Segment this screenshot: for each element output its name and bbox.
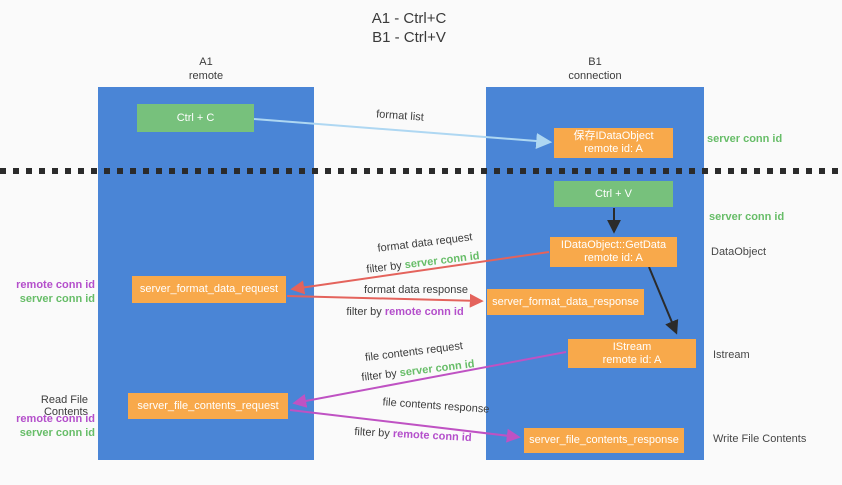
server-conn-id-annotation-top: server conn id [707, 133, 783, 145]
server-format-data-request-node: server_format_data_request [132, 276, 286, 303]
save-idataobject-node: 保存IDataObject remote id: A [554, 128, 673, 158]
server-conn-id-annotation: server conn id [19, 427, 95, 439]
server-format-data-request-label: server_format_data_request [139, 283, 279, 295]
read-file-contents-annotation: Read File Contents [40, 394, 88, 418]
istream-node: IStream remote id: A [568, 339, 696, 368]
dataobject-annotation: DataObject [711, 246, 767, 258]
remote-conn-id-annotation: remote conn id [16, 279, 95, 291]
server-format-data-response-node: server_format_data_response [487, 289, 644, 315]
diagram-title-line2: B1 - Ctrl+V [372, 29, 446, 46]
ctrl-c-label: Ctrl + C [176, 111, 215, 124]
save-idataobject-line2: remote id: A [584, 143, 643, 155]
file-contents-request-arrow [292, 351, 567, 408]
getdata-line2: remote id: A [584, 252, 643, 264]
lane-a1-id: A1 [199, 56, 213, 68]
server-format-data-response-label: server_format_data_response [492, 295, 639, 308]
format-data-response-arrow [286, 293, 484, 308]
dotted-divider-line [0, 168, 842, 174]
remote-conn-id-annotation: remote conn id [16, 413, 95, 425]
format-data-response-label: format data response [364, 284, 468, 296]
server-file-contents-request-label: server_file_contents_request [137, 399, 279, 412]
diagram-title-line1: A1 - Ctrl+C [371, 10, 447, 27]
left-conn-id-annotations-top: remote conn id server conn id [0, 278, 95, 306]
format-data-response-filter-label: filter by remote conn id [346, 306, 463, 318]
getdata-to-istream-arrow [648, 266, 679, 335]
diagram-title: A1 - Ctrl+C B1 - Ctrl+V [329, 9, 489, 47]
istream-line2: remote id: A [602, 353, 662, 366]
filter-by-prefix: filter by [354, 425, 394, 440]
format-data-request-arrow [290, 251, 550, 295]
filter-by-prefix: filter by [346, 306, 385, 318]
getdata-node: IDataObject::GetData remote id: A [550, 237, 677, 267]
istream-line1: IStream [612, 340, 652, 353]
lane-b1-role: connection [568, 70, 622, 82]
write-file-contents-annotation: Write File Contents [713, 433, 807, 445]
format-list-arrow [253, 118, 553, 149]
file-contents-response-arrow [289, 409, 521, 443]
server-file-contents-request-node: server_file_contents_request [128, 393, 288, 419]
lane-a1-role: remote [188, 70, 224, 82]
ctrl-v-node: Ctrl + V [554, 181, 673, 207]
remote-conn-id-value: remote conn id [384, 306, 464, 318]
left-conn-id-annotations-bottom: remote conn id server conn id [0, 412, 95, 440]
server-file-contents-response-node: server_file_contents_response [524, 428, 684, 453]
server-file-contents-response-label: server_file_contents_response [529, 434, 679, 446]
istream-annotation: Istream [713, 349, 750, 361]
lane-b1-id: B1 [588, 56, 602, 68]
server-conn-id-annotation: server conn id [19, 293, 95, 305]
ctrl-v-label: Ctrl + V [595, 187, 632, 200]
getdata-line1: IDataObject::GetData [560, 239, 667, 251]
lane-header-a1: A1 remote [146, 55, 266, 83]
save-idataobject-line1: 保存IDataObject [573, 130, 654, 142]
lane-header-b1: B1 connection [535, 55, 655, 83]
server-conn-id-annotation-mid: server conn id [709, 211, 785, 223]
ctrl-c-node: Ctrl + C [137, 104, 254, 132]
